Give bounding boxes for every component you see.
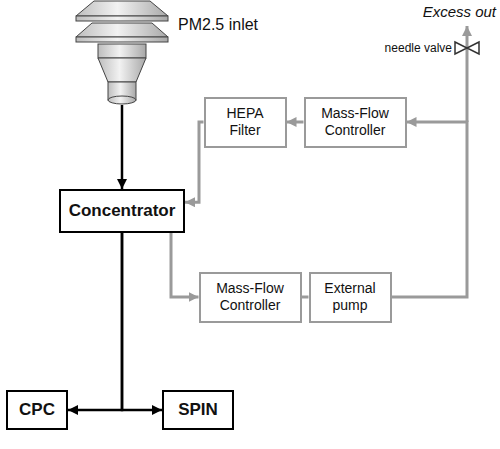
box-label: CPC — [19, 400, 55, 420]
inlet-illustration — [72, 0, 172, 105]
needle-valve-symbol — [467, 42, 479, 54]
inlet-part — [76, 23, 168, 37]
air-line — [185, 122, 204, 202]
box-label: SPIN — [178, 400, 218, 420]
outlet-label: Excess out — [423, 3, 496, 20]
sample-line — [122, 233, 162, 410]
instrument-box: Concentrator — [59, 189, 185, 233]
box-label: External pump — [317, 280, 384, 314]
process-box: External pump — [309, 272, 392, 323]
box-label: Concentrator — [69, 201, 176, 221]
box-label: HEPA Filter — [212, 105, 279, 139]
inlet-part — [98, 58, 146, 82]
inlet-icon: PM2.5 inlet — [72, 0, 172, 105]
inlet-part — [98, 44, 146, 58]
instrument-box: CPC — [6, 390, 68, 430]
process-box: Mass-Flow Controller — [304, 97, 407, 148]
box-label: Mass-Flow Controller — [312, 105, 399, 139]
air-line — [392, 122, 468, 297]
valve-label: needle valve — [385, 41, 452, 55]
process-box: HEPA Filter — [204, 97, 287, 148]
air-line — [302, 296, 309, 299]
air-line — [287, 121, 304, 124]
instrument-box: SPIN — [162, 390, 234, 430]
sample-line — [121, 105, 124, 189]
process-box: Mass-Flow Controller — [199, 272, 302, 323]
air-line — [171, 233, 199, 297]
exhaust-line — [466, 26, 469, 122]
needle-valve-symbol — [455, 42, 467, 54]
inlet-label: PM2.5 inlet — [178, 16, 258, 34]
box-label: Mass-Flow Controller — [207, 280, 294, 314]
inlet-part — [76, 1, 168, 16]
inlet-part — [76, 16, 168, 21]
sample-line — [68, 233, 122, 410]
inlet-part — [76, 37, 168, 42]
inlet-part — [108, 96, 136, 104]
